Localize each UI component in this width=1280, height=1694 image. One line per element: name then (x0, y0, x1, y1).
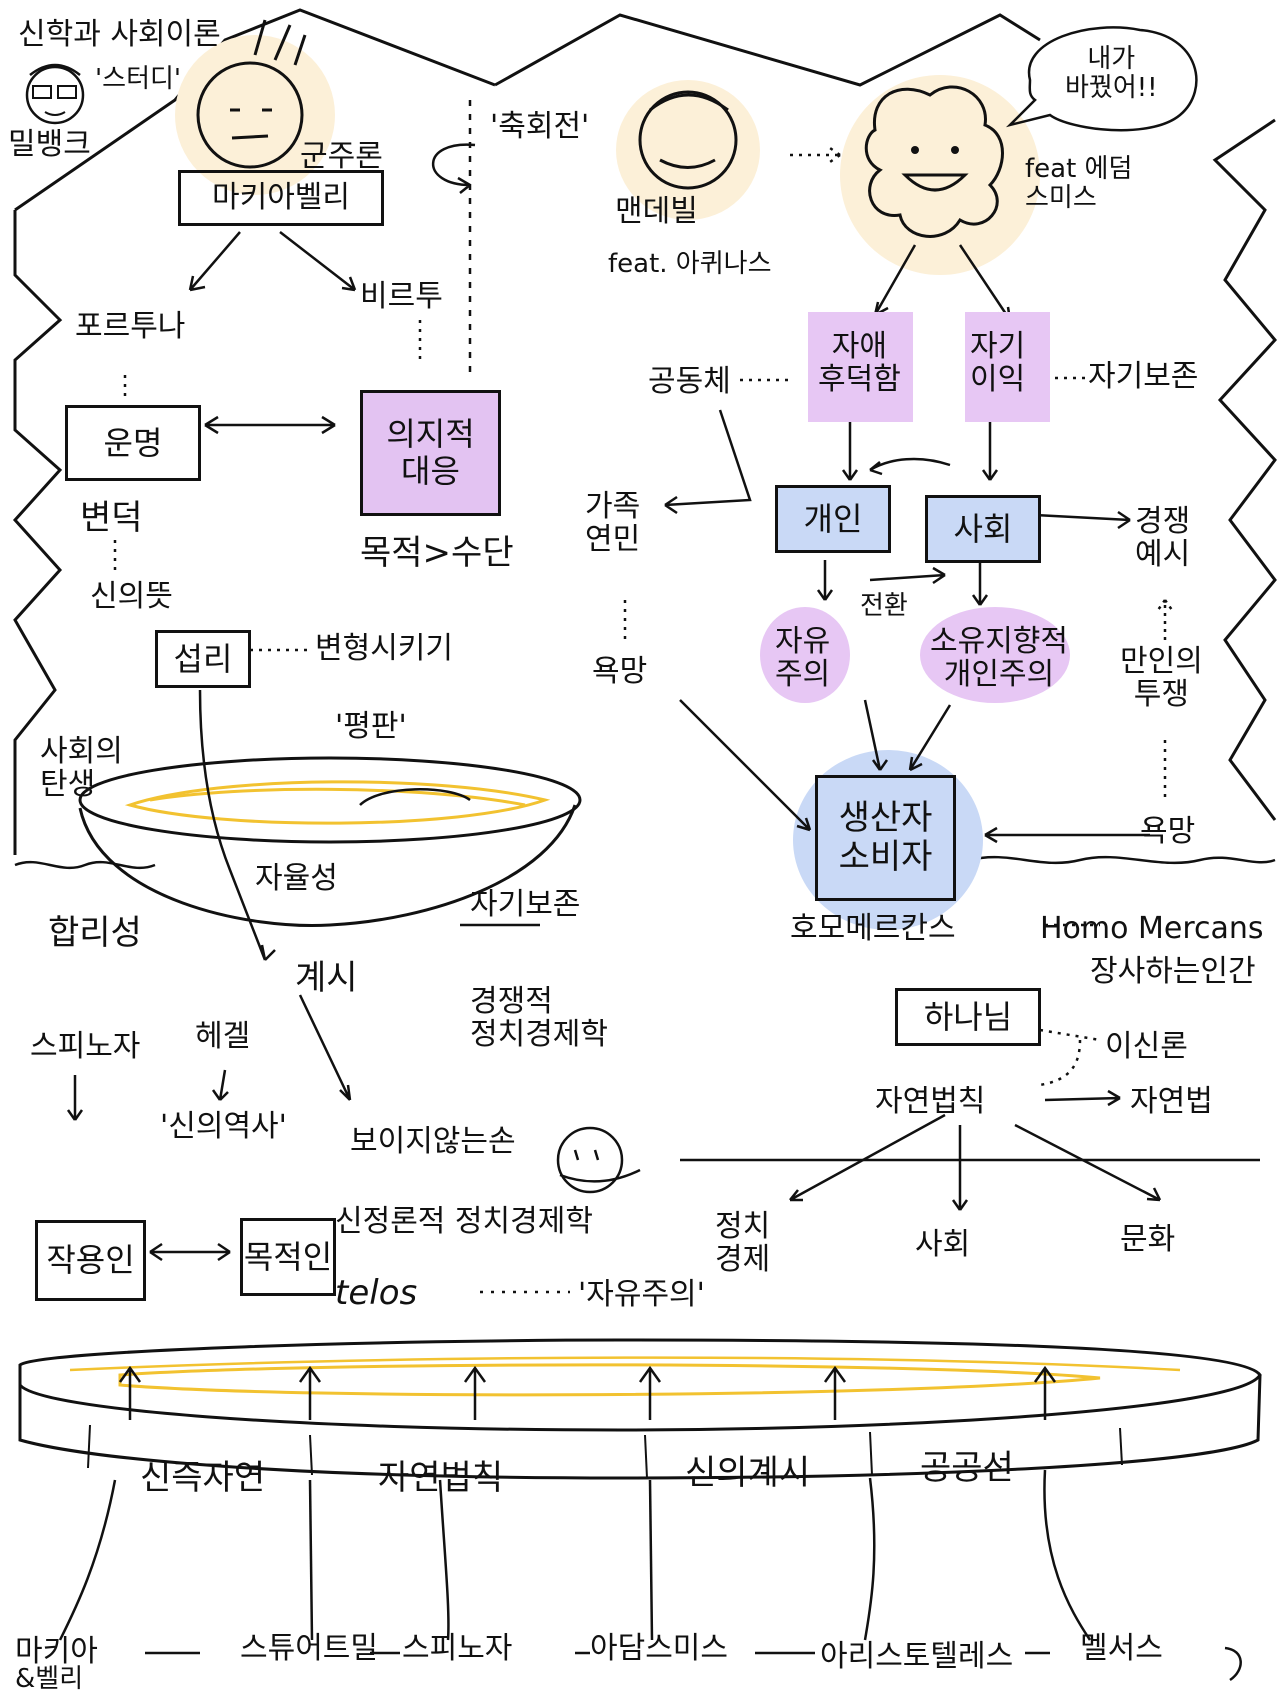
speech-bubble-text: 내가 바꿨어!! (1065, 44, 1158, 103)
label-liberalism-quote: '자유주의' (578, 1277, 705, 1312)
label-self-love: 자애 후덕함 (818, 329, 901, 397)
label-natural-law: 자연법 (1130, 1084, 1213, 1119)
box-fate: 운명 (65, 405, 201, 481)
plate-bowl (78, 756, 582, 927)
label-theodicy-pe: 신정론적 정치경제학 (335, 1204, 593, 1239)
label-competitive-pe: 경쟁적 정치경제학 (470, 984, 608, 1052)
platform-segment-1: 신즉자연 (140, 1458, 266, 1498)
smiley-icon (556, 1126, 641, 1194)
label-homo-mercans-en: Homo Mercans (1040, 911, 1264, 946)
label-community: 공동체 (648, 364, 731, 399)
box-active-response: 의지적 대응 (360, 390, 501, 516)
lineage-item-3: 스피노자 (402, 1631, 513, 1666)
label-desire-right: 욕망 (1140, 814, 1196, 849)
label-deism: 이신론 (1105, 1029, 1188, 1064)
platform-segment-3: 신의계시 (685, 1453, 811, 1493)
label-society-2: 사회 (915, 1227, 971, 1262)
water-line (14, 855, 1276, 870)
label-telos: telos (335, 1273, 418, 1313)
lineage-item-1: 마키아 (15, 1634, 98, 1669)
lineage-item-4: 아담스미스 (590, 1631, 728, 1666)
label-smith-feat: feat 에덤 스미스 (1025, 154, 1133, 213)
lineage-item-2: 스튜어트밀 (240, 1631, 378, 1666)
author-avatar-icon (25, 63, 85, 125)
label-desire-left: 욕망 (592, 654, 648, 689)
label-mandeville-feat: feat. 아퀴나스 (608, 249, 772, 279)
author-name: 밀뱅크 (8, 127, 91, 162)
label-the-prince: 군주론 (300, 139, 383, 174)
label-invisible-hand: 보이지않는손 (350, 1124, 516, 1159)
label-possessive-individualism: 소유지향적 개인주의 (930, 624, 1068, 692)
label-fortuna: 포르투나 (75, 309, 186, 344)
mountain-outline-left (12, 8, 496, 855)
highlight-self-interest (965, 312, 1050, 422)
mandeville-glow (616, 80, 760, 220)
platform-segment-4: 공공선 (920, 1448, 1014, 1488)
label-homo-mercans-ko: 호모메르칸스 (790, 911, 956, 946)
label-self-preservation: 자기보존 (1088, 359, 1199, 394)
label-divine-will: 신의뜻 (90, 579, 173, 614)
speech-bubble (1005, 26, 1198, 132)
lineage-tail: &벨리 (15, 1664, 84, 1694)
label-family-sympathy: 가족 연민 (585, 489, 641, 557)
label-hegel: 헤겔 (195, 1019, 251, 1054)
platform-segment-2: 자연법칙 (378, 1458, 504, 1498)
label-spinoza: 스피노자 (30, 1029, 141, 1064)
label-fickle: 변덕 (80, 498, 143, 538)
label-divine-history: '신의역사' (160, 1109, 287, 1144)
label-natural-law-rules: 자연법칙 (875, 1084, 986, 1119)
box-individual: 개인 (775, 485, 891, 553)
lineage-connector (145, 1646, 1242, 1682)
label-virtu: 비르투 (360, 279, 443, 314)
adam-smith-portrait-icon (864, 85, 1004, 238)
label-war-of-all: 만인의 투쟁 (1120, 644, 1203, 712)
right-connectors (623, 146, 1174, 1211)
box-producer-consumer: 생산자 소비자 (815, 775, 956, 901)
box-god: 하나님 (895, 988, 1041, 1046)
mountain-outline-right (494, 13, 1277, 821)
liberalism-glow (760, 607, 850, 703)
lineage-item-6: 멜서스 (1080, 1631, 1163, 1666)
box-society: 사회 (925, 495, 1041, 563)
label-culture: 문화 (1120, 1222, 1176, 1257)
diagram-title: 신학과 사회이론 (18, 17, 221, 52)
platform-disc (18, 1338, 1262, 1641)
left-connectors (66, 100, 570, 1294)
label-self-preservation-2: 자기보존 (470, 887, 581, 922)
label-homo-mercans-def: 장사하는인간 (1090, 954, 1256, 989)
lineage-item-5: 아리스토텔레스 (820, 1639, 1014, 1674)
label-rationality: 합리성 (48, 913, 142, 953)
label-revelation: 계시 (295, 958, 358, 998)
label-competition: 경쟁 예시 (1135, 504, 1191, 572)
mandeville-portrait-icon (638, 90, 738, 190)
label-rotation: '축회전' (490, 109, 590, 144)
label-shift: 전환 (860, 591, 908, 621)
box-efficient-cause: 작용인 (35, 1220, 146, 1301)
diagram-subtitle: '스터디' (95, 64, 182, 94)
label-ends-means: 목적>수단 (360, 533, 514, 573)
box-providence: 섭리 (155, 630, 251, 688)
highlight-self-love (808, 312, 913, 422)
label-transform: 변형시키기 (315, 631, 453, 666)
label-plate: '평판' (335, 709, 407, 744)
possessive-glow (920, 607, 1070, 703)
machiavelli-portrait-icon (196, 19, 307, 169)
label-birth-of-society: 사회의 탄생 (40, 734, 123, 802)
label-liberalism: 자유 주의 (775, 624, 831, 692)
label-political-economy: 정치 경제 (715, 1209, 771, 1277)
label-autonomy: 자율성 (255, 861, 338, 896)
label-self-interest: 자기 이익 (970, 329, 1026, 397)
box-final-cause: 목적인 (240, 1218, 336, 1296)
label-mandeville: 맨데빌 (615, 194, 698, 229)
box-machiavelli: 마키아벨리 (178, 170, 384, 226)
